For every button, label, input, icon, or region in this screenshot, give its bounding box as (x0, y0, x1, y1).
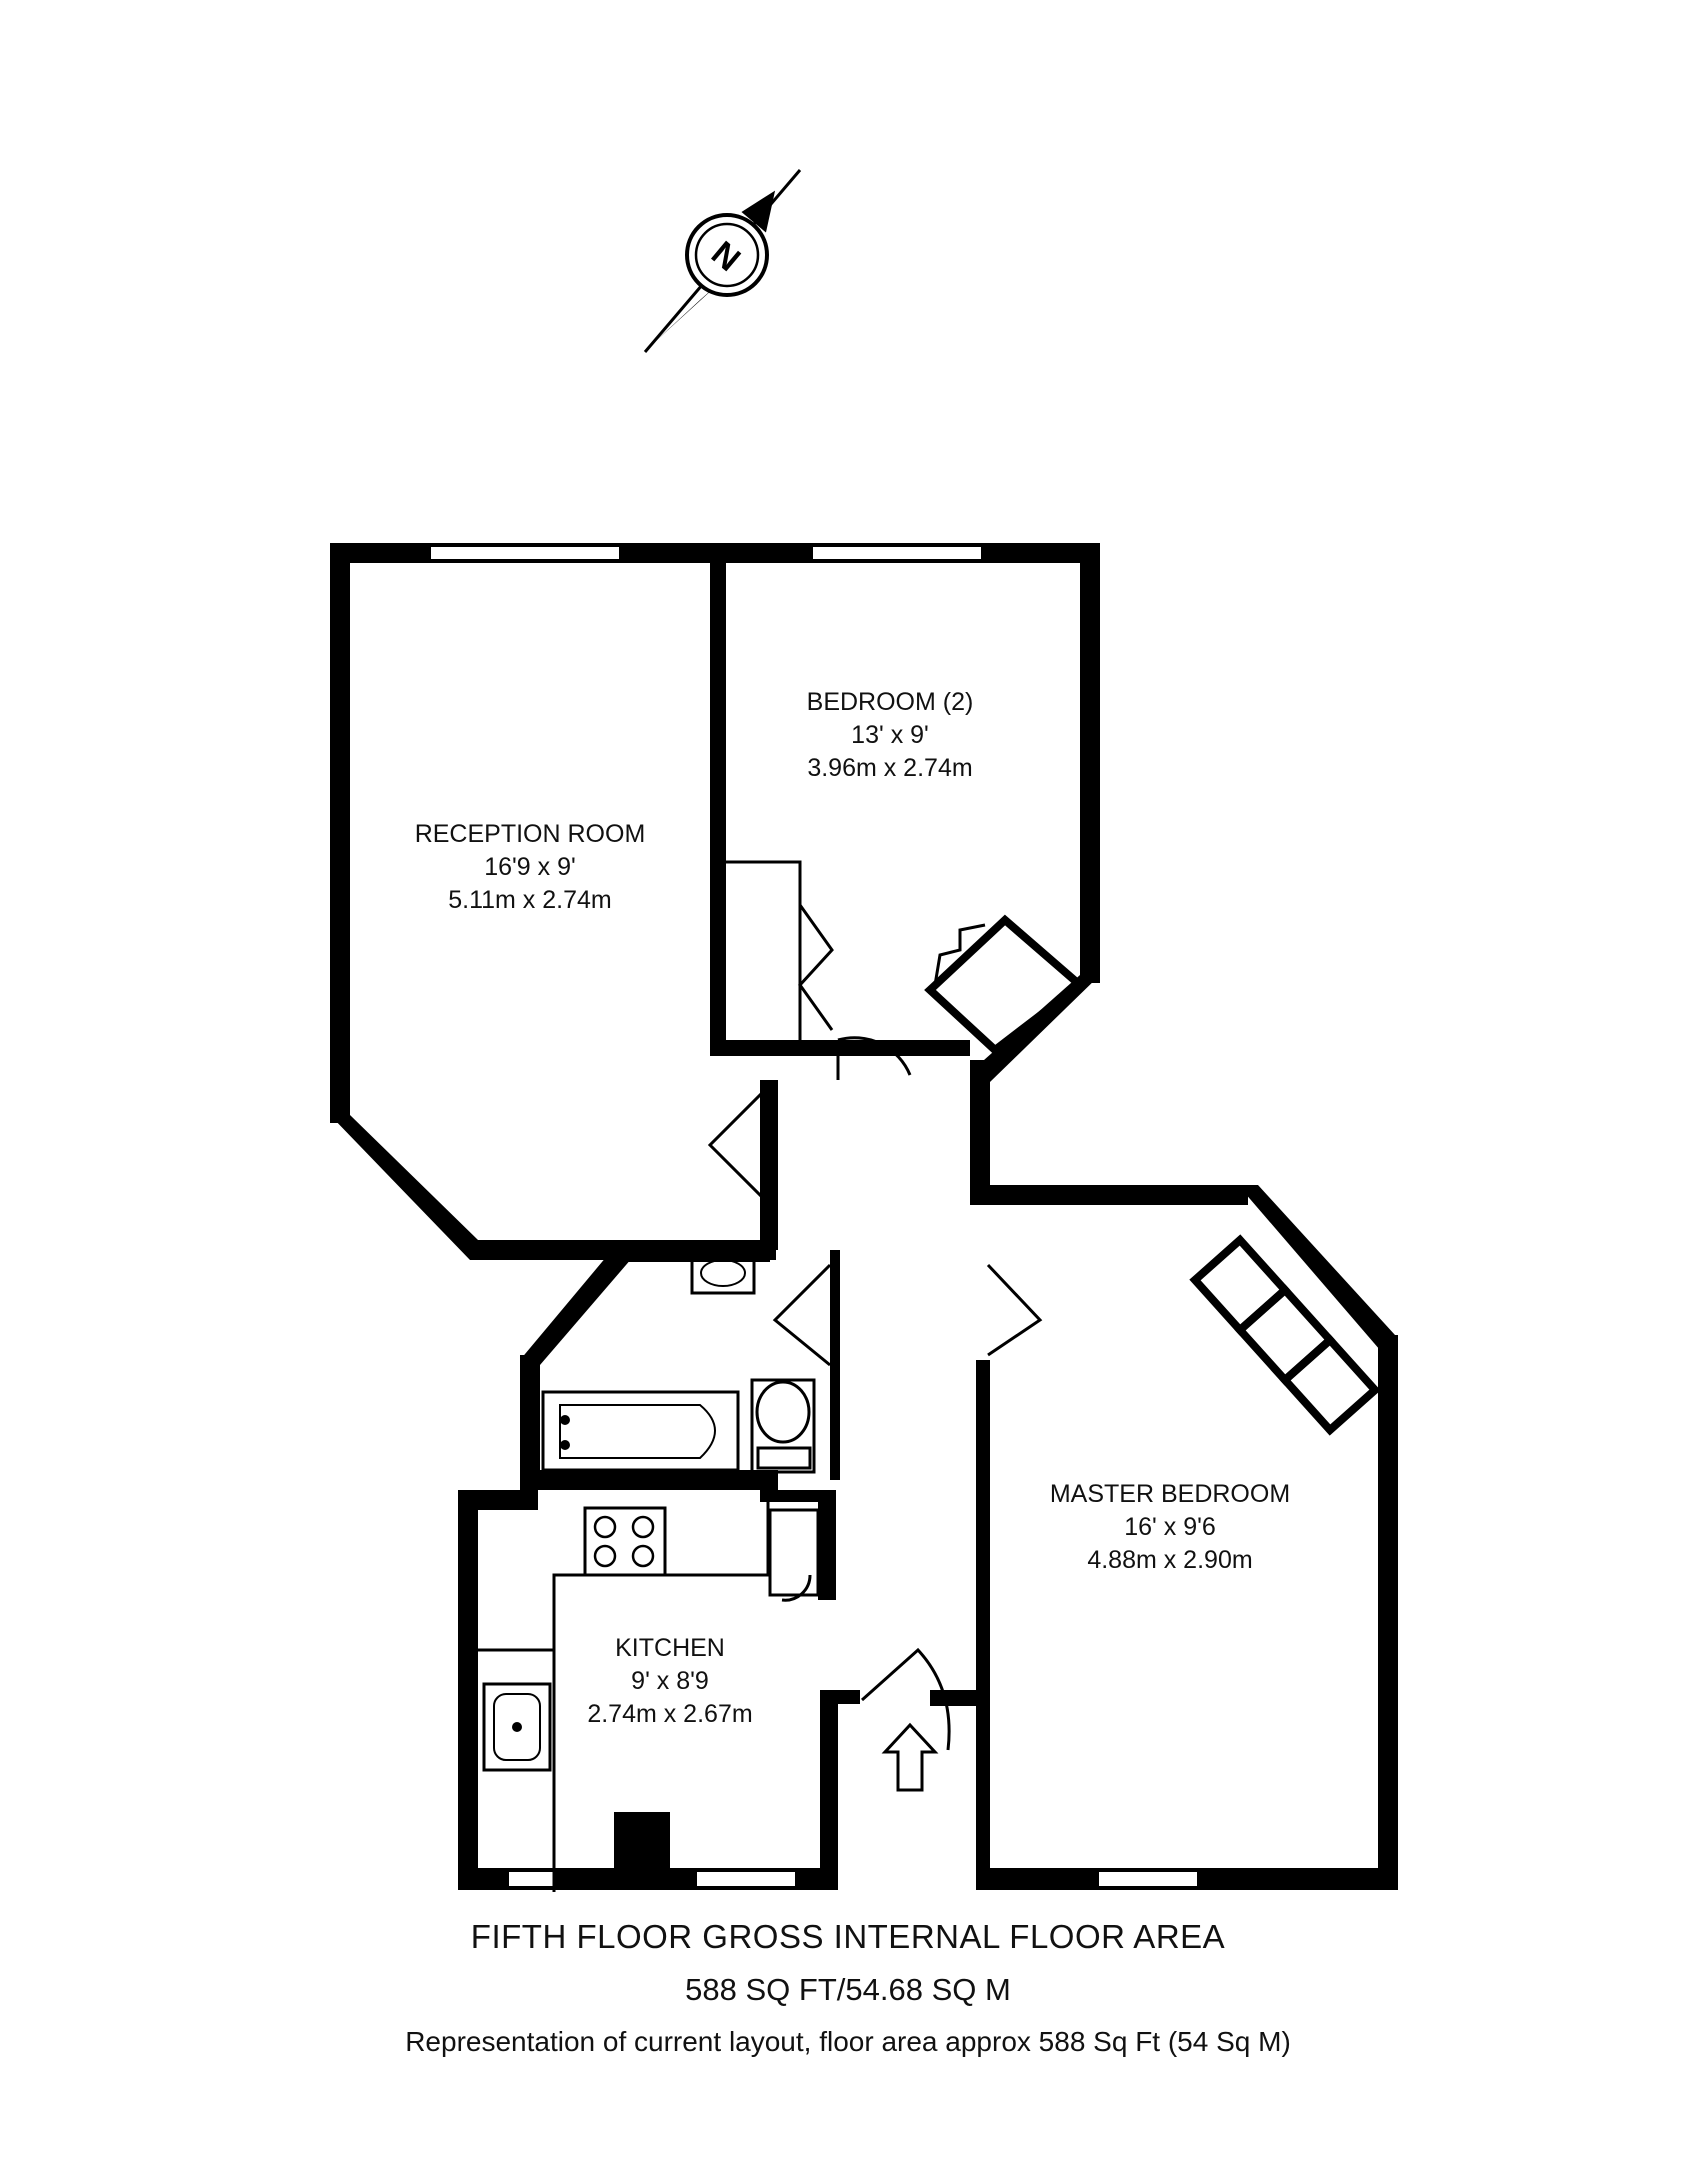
compass-north-icon: N (643, 169, 802, 353)
exterior-walls (330, 543, 1398, 1890)
bedroom2-imperial: 13' x 9' (851, 721, 929, 749)
master-bedroom-name: MASTER BEDROOM (1049, 1480, 1291, 1508)
reception-room-metric: 5.11m x 2.74m (448, 886, 612, 914)
kitchen-metric: 2.74m x 2.67m (587, 1700, 753, 1728)
master-bedroom-imperial: 16' x 9'6 (1124, 1513, 1216, 1541)
floor-area-note: Representation of current layout, floor … (405, 2026, 1291, 2057)
bedroom2-label: BEDROOM (2) 13' x 9' 3.96m x 2.74m (780, 686, 1000, 785)
interior-fittings (478, 860, 1381, 1892)
master-bedroom-label: MASTER BEDROOM 16' x 9'6 4.88m x 2.90m (1040, 1478, 1300, 1577)
reception-room-name: RECEPTION ROOM (414, 820, 646, 848)
reception-room-label: RECEPTION ROOM 16'9 x 9' 5.11m x 2.74m (400, 818, 660, 917)
bedroom2-metric: 3.96m x 2.74m (807, 754, 973, 782)
floor-area-value: 588 SQ FT/54.68 SQ M (685, 1972, 1011, 2007)
kitchen-name: KITCHEN (615, 1634, 725, 1662)
windows (429, 545, 1199, 1888)
master-bedroom-metric: 4.88m x 2.90m (1087, 1546, 1253, 1574)
reception-room-imperial: 16'9 x 9' (484, 853, 576, 881)
bedroom2-name: BEDROOM (2) (806, 688, 974, 716)
kitchen-label: KITCHEN 9' x 8'9 2.74m x 2.67m (570, 1632, 770, 1731)
kitchen-imperial: 9' x 8'9 (631, 1667, 709, 1695)
floor-area-title: FIFTH FLOOR GROSS INTERNAL FLOOR AREA (470, 1918, 1226, 1955)
